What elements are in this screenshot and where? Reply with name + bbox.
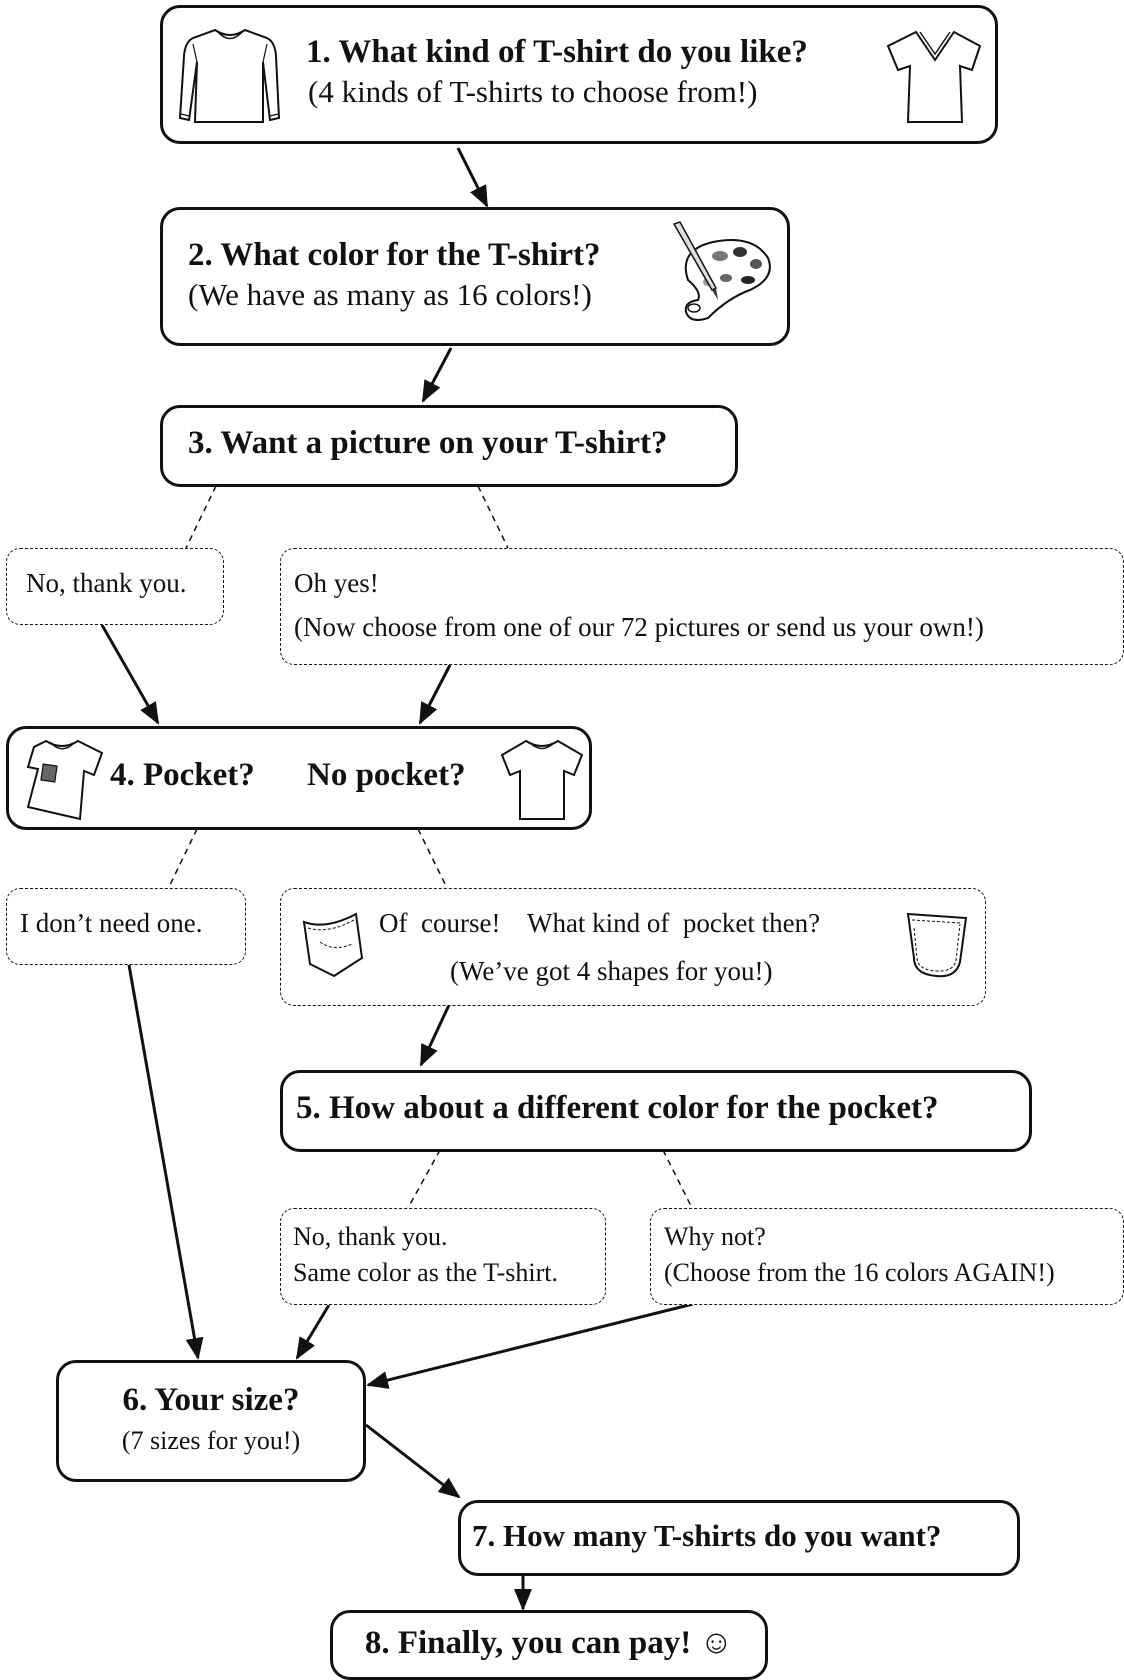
step-2-title: 2. What color for the T-shirt? <box>188 237 601 273</box>
arrow-6-7 <box>365 1423 461 1499</box>
option-3-yes-label: Oh yes! <box>294 568 379 598</box>
option-4-no-label: I don’t need one. <box>20 908 203 938</box>
branch-4-no <box>168 828 198 888</box>
arrow-whynot-6 <box>366 1302 694 1389</box>
option-3-yes <box>280 548 1124 665</box>
branch-5-yes <box>662 1149 693 1209</box>
step-6-subtitle: (7 sizes for you!) <box>121 1426 301 1455</box>
option-5-no-label: No, thank you. <box>293 1222 448 1251</box>
arrow-1-2 <box>456 147 489 208</box>
step-5-box <box>280 1070 1032 1152</box>
option-4-no <box>6 888 246 965</box>
pocket-tshirt-icon <box>26 739 104 821</box>
branch-3-no <box>185 485 217 549</box>
arrow-yes-4 <box>418 664 452 725</box>
paint-palette-icon <box>672 221 771 321</box>
option-5-no-detail: Same color as the T-shirt. <box>293 1258 559 1287</box>
option-5-yes-detail: (Choose from the 16 colors AGAIN!) <box>664 1258 1055 1287</box>
option-4-yes <box>280 888 986 1006</box>
step-8-box <box>330 1610 768 1680</box>
branch-3-yes <box>477 485 509 549</box>
plain-tshirt-icon <box>500 739 584 820</box>
v-neck-shirt-icon <box>886 30 982 123</box>
step-1-box <box>160 5 998 144</box>
step-3-box <box>160 405 738 487</box>
step-1-title: 1. What kind of T-shirt do you like? <box>306 34 808 70</box>
arrow-2-3 <box>421 347 453 403</box>
option-5-yes-label: Why not? <box>664 1222 766 1251</box>
option-4-yes-label: Of course! What kind of pocket then? <box>379 908 821 938</box>
patch-pocket-icon <box>906 912 968 978</box>
step-5-title: 5. How about a different color for the p… <box>296 1090 939 1126</box>
branch-5-no <box>407 1149 441 1209</box>
step-8-title: 8. Finally, you can pay! ☺ <box>364 1625 734 1661</box>
option-3-yes-detail: (Now choose from one of our 72 pictures … <box>294 612 984 642</box>
step-7-title: 7. How many T-shirts do you want? <box>472 1518 942 1553</box>
arrow-sameColor-6 <box>295 1304 331 1360</box>
jeans-pocket-icon <box>302 912 364 978</box>
arrow-noneed-6 <box>127 964 204 1360</box>
step-4-title-pocket: 4. Pocket? <box>110 757 255 793</box>
option-5-yes <box>650 1208 1124 1305</box>
step-4-title-no-pocket: No pocket? <box>307 757 466 793</box>
branch-4-yes <box>417 828 449 891</box>
step-6-title: 6. Your size? <box>122 1382 300 1418</box>
step-2-subtitle: (We have as many as 16 colors!) <box>188 277 592 312</box>
arrow-yes-5 <box>419 1004 451 1067</box>
option-3-no <box>6 548 224 625</box>
arrow-no-4 <box>100 624 160 725</box>
step-1-subtitle: (4 kinds of T-shirts to choose from!) <box>308 74 758 109</box>
step-4-box <box>6 726 592 830</box>
option-4-yes-detail: (We’ve got 4 shapes for you!) <box>450 956 773 986</box>
option-3-no-label: No, thank you. <box>26 568 187 598</box>
option-5-no <box>280 1208 606 1305</box>
long-sleeve-shirt-icon <box>178 28 281 123</box>
step-7-box <box>458 1500 1020 1576</box>
step-6-box <box>56 1360 366 1482</box>
step-3-title: 3. Want a picture on your T-shirt? <box>188 425 668 461</box>
